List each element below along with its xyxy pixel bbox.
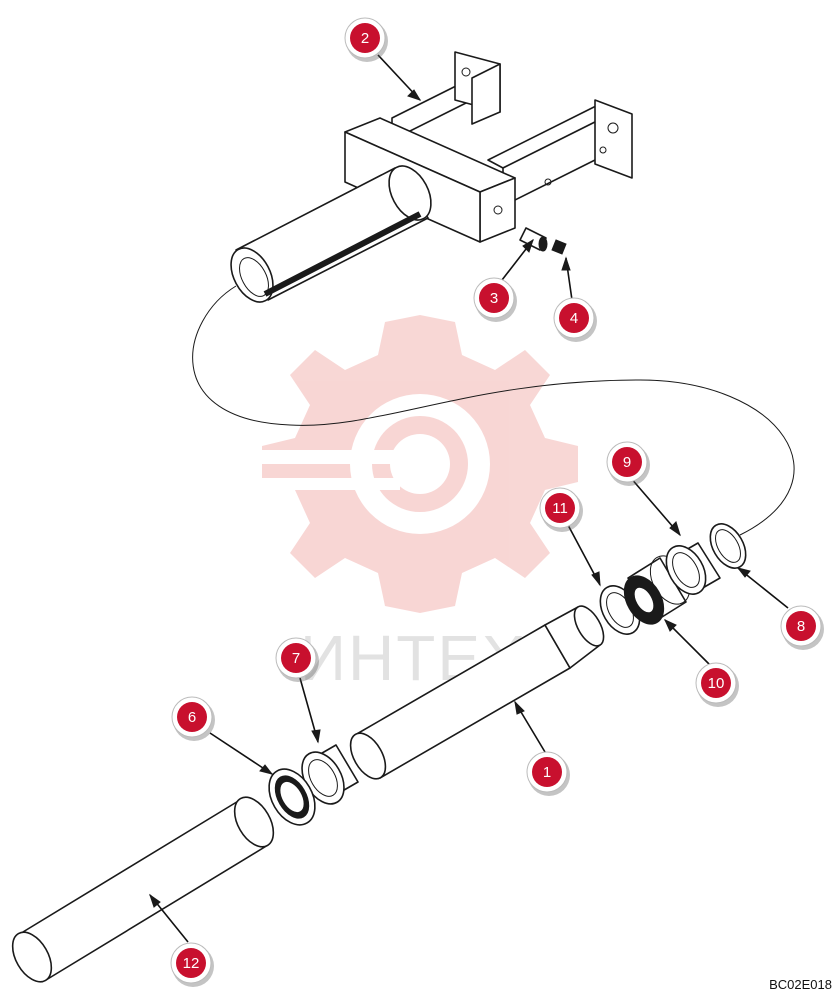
bearing-part-10: [623, 555, 691, 625]
leader-lines: [149, 54, 789, 943]
callout-8: 8: [780, 605, 824, 650]
seal-part-6: [268, 768, 316, 826]
assembly-path-curve: [192, 285, 795, 536]
callouts: 2 3 4 9 11 8: [170, 17, 824, 987]
callout-6-label: 6: [188, 709, 196, 726]
watermark-gear-icon: [250, 315, 578, 613]
callout-3: 3: [473, 277, 517, 322]
bushing-part-7: [301, 744, 359, 805]
figure-code: BC02E018: [769, 977, 832, 992]
snap-ring-part-8: [709, 523, 747, 569]
race-part-9: [665, 542, 721, 595]
callout-1-label: 1: [543, 764, 551, 781]
nut-part-4: [551, 239, 567, 255]
grease-fitting-part-3: [519, 227, 548, 252]
callout-11-label: 11: [552, 500, 568, 517]
callout-10: 10: [695, 662, 739, 707]
callout-9: 9: [606, 441, 650, 486]
callout-11: 11: [539, 487, 583, 532]
callout-1: 1: [526, 751, 570, 796]
callout-2: 2: [344, 17, 388, 62]
callout-7-label: 7: [292, 650, 300, 667]
callout-8-label: 8: [797, 618, 805, 635]
callout-4-label: 4: [570, 310, 578, 327]
callout-12: 12: [170, 942, 214, 987]
callout-6: 6: [171, 696, 215, 741]
callout-12-label: 12: [183, 955, 200, 972]
frame-assembly-part-2: [230, 51, 633, 303]
callout-7: 7: [275, 637, 319, 682]
shaft-part-1: [349, 605, 605, 780]
tube-part-12: [11, 796, 275, 983]
callout-3-label: 3: [490, 290, 498, 307]
callout-10-label: 10: [708, 675, 725, 692]
callout-9-label: 9: [623, 454, 631, 471]
callout-4: 4: [553, 297, 597, 342]
callout-2-label: 2: [361, 30, 369, 47]
